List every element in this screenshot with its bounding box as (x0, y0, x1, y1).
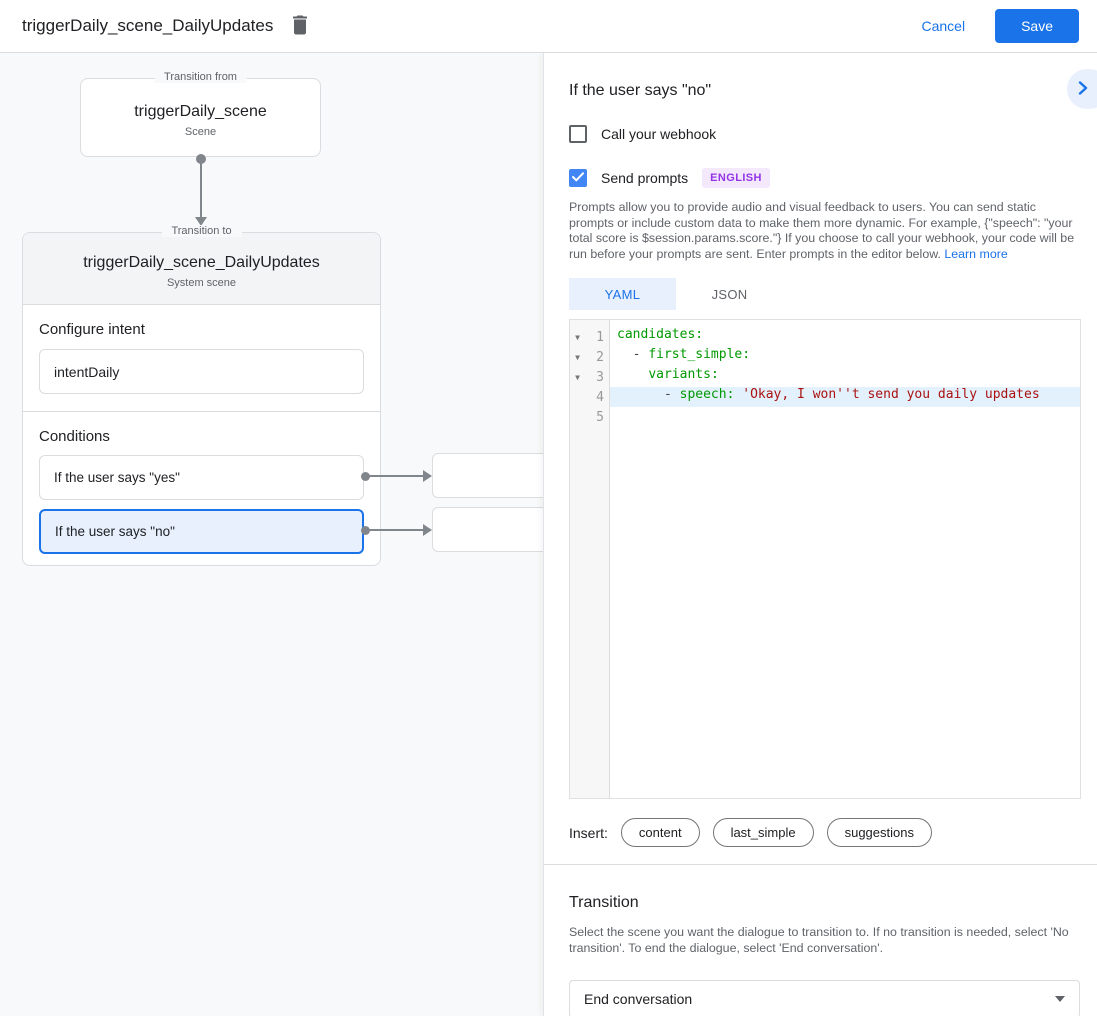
line-number: 2 (596, 349, 604, 365)
fold-arrow-icon[interactable]: ▼ (575, 372, 580, 382)
condition-no-arrowhead (423, 524, 432, 536)
transition-select-value: End conversation (584, 990, 693, 1007)
tab-json[interactable]: JSON (711, 286, 748, 302)
gutter-row: ▼ 1 (570, 327, 609, 347)
delete-button[interactable] (291, 14, 309, 38)
transition-heading: Transition (569, 894, 639, 912)
condition-no-dot (361, 526, 370, 535)
trash-icon (291, 15, 309, 38)
gutter-row: 5 (570, 407, 609, 427)
page-title: triggerDaily_scene_DailyUpdates (22, 16, 274, 35)
transition-description: Select the scene you want the dialogue t… (569, 925, 1069, 955)
flow-canvas: Transition from triggerDaily_scene Scene… (0, 53, 543, 1016)
from-scene-type: Scene (184, 126, 217, 138)
editor-code-area[interactable]: candidates: - first_simple: variants: - … (610, 320, 1080, 798)
prompts-description: Prompts allow you to provide audio and v… (569, 200, 1079, 262)
prompt-code-editor[interactable]: ▼ 1 ▼ 2 ▼ 3 4 (569, 319, 1081, 800)
code-line (610, 407, 1080, 427)
condition-row-no[interactable]: If the user says "no" (39, 509, 364, 554)
fold-arrow-icon[interactable]: ▼ (575, 332, 580, 342)
webhook-row: Call your webhook (569, 125, 1079, 143)
insert-chip-last-simple[interactable]: last_simple (712, 818, 814, 848)
to-scene-body: Configure intent intentDaily Conditions … (23, 305, 380, 568)
gutter-row: ▼ 2 (570, 347, 609, 367)
configure-intent-label: Configure intent (39, 321, 145, 338)
conditions-label: Conditions (39, 428, 110, 445)
gutter-row: 4 (570, 387, 609, 407)
editor-tabs: YAML JSON (569, 278, 1079, 311)
to-scene-header[interactable]: triggerDaily_scene_DailyUpdates System s… (23, 233, 380, 305)
line-number: 3 (596, 369, 604, 385)
send-prompts-row: Send prompts ENGLISH (569, 168, 1079, 188)
flow-connector-arrowhead (195, 217, 207, 226)
condition-yes-dot (361, 472, 370, 481)
call-webhook-checkbox[interactable] (569, 125, 587, 143)
header: triggerDaily_scene_DailyUpdates Cancel S… (0, 0, 1097, 53)
transition-from-legend: Transition from (154, 71, 247, 83)
to-scene-type: System scene (166, 277, 237, 289)
fold-arrow-icon[interactable]: ▼ (575, 352, 580, 362)
condition-title: If the user says "no" (569, 82, 712, 99)
to-scene-name: triggerDaily_scene_DailyUpdates (83, 254, 320, 271)
condition-yes-arrowhead (423, 470, 432, 482)
transition-select[interactable]: End conversation (569, 979, 1080, 1016)
gutter-row: ▼ 3 (570, 367, 609, 387)
flow-connector-line (200, 157, 202, 217)
line-number: 1 (596, 329, 604, 345)
transition-from-node[interactable]: Transition from triggerDaily_scene Scene (80, 71, 321, 157)
code-line: variants: (648, 367, 719, 383)
editor-gutter: ▼ 1 ▼ 2 ▼ 3 4 (570, 320, 610, 799)
insert-chip-suggestions[interactable]: suggestions (826, 818, 932, 848)
intent-conditions-divider (23, 411, 380, 412)
from-scene-name: triggerDaily_scene (134, 103, 267, 120)
cancel-button[interactable]: Cancel (921, 18, 966, 34)
insert-chip-content[interactable]: content (620, 818, 700, 848)
dropdown-caret-icon (1055, 995, 1065, 1002)
prompts-description-text: Prompts allow you to provide audio and v… (569, 200, 1075, 261)
transition-to-node: Transition to triggerDaily_scene_DailyUp… (22, 225, 381, 568)
intent-field[interactable]: intentDaily (39, 349, 364, 394)
send-prompts-label: Send prompts (601, 170, 689, 186)
collapse-panel-button[interactable] (1067, 69, 1097, 109)
learn-more-link[interactable]: Learn more (944, 246, 1008, 261)
checkmark-icon (572, 169, 584, 187)
call-webhook-label: Call your webhook (601, 126, 717, 142)
insert-row: Insert: content last_simple suggestions (569, 818, 1079, 848)
code-line: candidates: (617, 327, 704, 343)
condition-no-target-node[interactable] (432, 507, 543, 552)
insert-label: Insert: (569, 824, 608, 841)
language-badge: ENGLISH (702, 168, 770, 188)
transition-to-legend: Transition to (161, 225, 242, 237)
condition-yes-line (369, 475, 424, 477)
chevron-right-icon (1077, 80, 1089, 98)
code-line-highlighted: - speech: 'Okay, I won''t send you daily… (610, 387, 1080, 408)
condition-details-panel: If the user says "no" Call your webhook … (543, 53, 1097, 1016)
send-prompts-checkbox[interactable] (569, 169, 587, 187)
line-number: 4 (596, 389, 604, 405)
condition-no-line (369, 529, 424, 531)
condition-yes-target-node[interactable] (432, 453, 543, 498)
condition-row-yes[interactable]: If the user says "yes" (39, 455, 364, 500)
line-number: 5 (596, 409, 604, 425)
code-line: - first_simple: (632, 347, 751, 363)
panel-divider (544, 864, 1097, 866)
save-button[interactable]: Save (995, 9, 1079, 43)
tab-yaml[interactable]: YAML (569, 278, 676, 311)
